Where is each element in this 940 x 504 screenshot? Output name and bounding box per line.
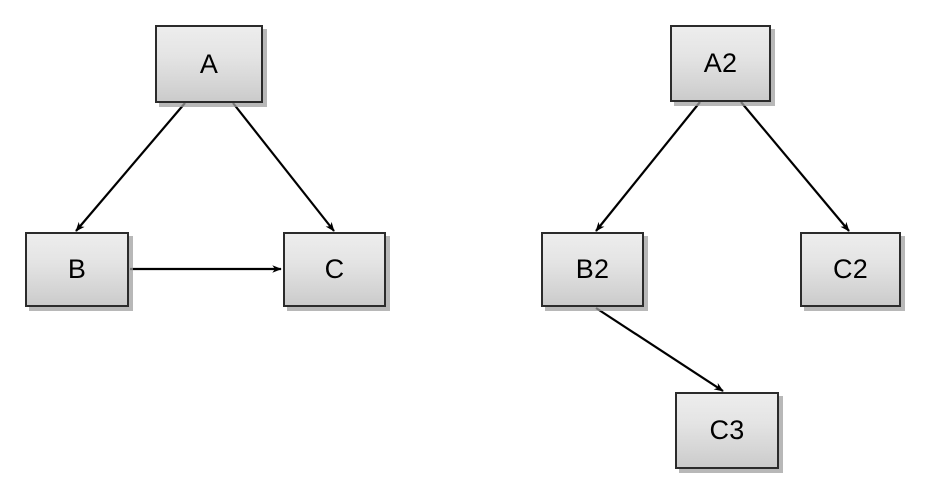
node-a2[interactable]: A2 (670, 25, 771, 102)
node-label-a2: A2 (703, 48, 738, 78)
node-c[interactable]: C (283, 232, 386, 307)
node-label-c2: C2 (832, 254, 869, 284)
edge-a2-to-b2[interactable] (595, 101, 701, 232)
node-a[interactable]: A (155, 25, 263, 103)
edge-b2-to-c3[interactable] (595, 307, 724, 392)
node-b2[interactable]: B2 (541, 232, 644, 307)
edge-a2-to-c2[interactable] (740, 101, 850, 232)
node-label-c3: C3 (709, 415, 745, 445)
node-c3[interactable]: C3 (675, 392, 779, 469)
node-b[interactable]: B (25, 232, 129, 307)
node-label-a: A (199, 48, 219, 79)
node-label-b2: B2 (575, 254, 610, 284)
edge-a-to-c[interactable] (232, 102, 335, 232)
node-c2[interactable]: C2 (800, 232, 901, 307)
edge-a-to-b[interactable] (75, 102, 186, 232)
node-label-c: C (324, 254, 345, 284)
node-label-b: B (67, 254, 87, 284)
